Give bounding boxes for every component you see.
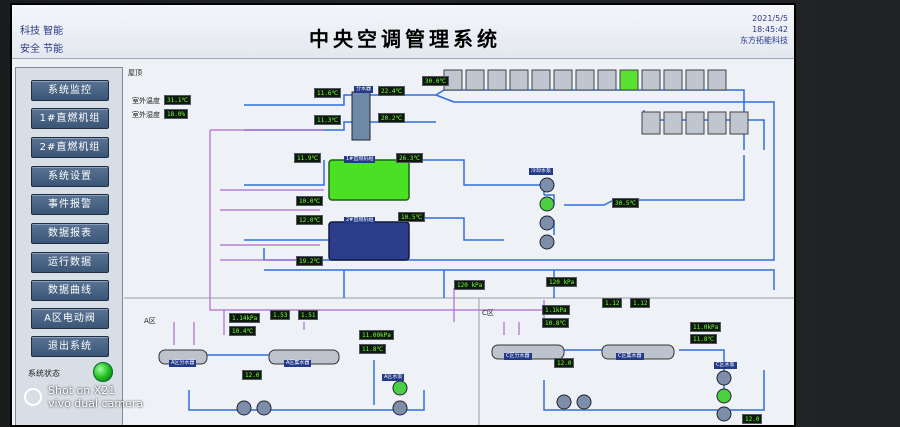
nav-data-report[interactable]: 数据报表: [31, 223, 109, 244]
nav-zone-a-valve[interactable]: A区电动阀: [31, 308, 109, 329]
zone-c-label: C区: [482, 309, 494, 317]
nav-exit-system[interactable]: 退出系统: [31, 336, 109, 357]
chiller-2-icon[interactable]: [328, 221, 410, 261]
nav-chiller-1[interactable]: 1#直燃机组: [31, 108, 109, 129]
monitor-screen: 科技 智能 安全 节能 中央空调管理系统 2021/5/5 18:45:42 东…: [10, 3, 796, 427]
zone-c-pump-label: C区水泵: [714, 362, 737, 369]
cooling-towers-row-2: [641, 111, 749, 135]
reading-a3: 1.53: [270, 310, 291, 320]
cooling-towers-row-1: [443, 69, 727, 91]
zone-c-collector-label: C区集水器: [616, 353, 644, 360]
hvac-diagram: 屋顶 室外温度 31.1℃ 室外湿度 18.0% 分水器 1#直燃机组 2#直燃…: [124, 60, 794, 425]
reading-c7: 11.8℃: [690, 334, 718, 344]
reading-r12: 30.5℃: [612, 198, 640, 208]
reading-a5: 11.00kPa: [359, 330, 394, 340]
reading-r7: 26.3℃: [396, 153, 424, 163]
reading-r14: 120 kPa: [546, 277, 578, 287]
reading-r2: 22.4℃: [378, 86, 406, 96]
slogan-2: 安全 节能: [20, 44, 64, 55]
chiller-1-icon[interactable]: [328, 159, 410, 201]
camera-watermark: Shot on X21 vivo dual camera: [28, 384, 143, 410]
reading-r5: 30.0℃: [422, 76, 450, 86]
reading-r8: 10.0℃: [296, 196, 324, 206]
sidebar: 系统监控 1#直燃机组 2#直燃机组 系统设置 事件报警 数据报表 运行数据 数…: [15, 67, 123, 425]
nav-run-data[interactable]: 运行数据: [31, 252, 109, 273]
status-indicator-icon[interactable]: [93, 362, 113, 382]
reading-a6: 11.8℃: [359, 344, 387, 354]
reading-a1: 1.14kPa: [229, 313, 261, 323]
zone-a-distributor-label: A区分水器: [169, 360, 197, 367]
reading-a7: 12.0: [242, 370, 263, 380]
pipe-network: [124, 69, 794, 425]
reading-r3: 11.3℃: [314, 115, 342, 125]
outdoor-humidity-label: 室外湿度: [132, 111, 160, 119]
page-title: 中央空调管理系统: [309, 27, 501, 51]
nav-data-curve[interactable]: 数据曲线: [31, 280, 109, 301]
reading-a2: 10.4℃: [229, 326, 257, 336]
cooling-pump-label: 冷却水泵: [529, 168, 554, 175]
outdoor-temp-value: 31.1℃: [164, 95, 192, 105]
cooling-pumps: [539, 177, 555, 250]
reading-r10: 10.5℃: [398, 212, 426, 222]
reading-r13: 120 kPa: [454, 280, 486, 290]
zone-c-pumps: [556, 370, 732, 422]
reading-c6: 11.0kPa: [690, 322, 722, 332]
datetime: 2021/5/5 18:45:42 东方拓能科技: [740, 13, 788, 46]
reading-c1: 1.1kPa: [542, 305, 570, 315]
reading-c2: 10.8℃: [542, 318, 570, 328]
reading-r1: 11.6℃: [314, 88, 342, 98]
chiller-2-label: 2#直燃机组: [344, 217, 376, 224]
nav-event-alarm[interactable]: 事件报警: [31, 194, 109, 215]
watermark-line-2: vivo dual camera: [48, 397, 144, 410]
zone-a-label: A区: [144, 317, 156, 325]
outdoor-humidity-value: 18.0%: [164, 109, 189, 119]
reading-c4: 1.12: [630, 298, 651, 308]
time-text: 18:45:42: [752, 25, 788, 34]
nav-system-monitor[interactable]: 系统监控: [31, 80, 109, 101]
slogan-1: 科技 智能: [20, 26, 64, 37]
manifold-label: 分水器: [354, 86, 374, 93]
roof-label: 屋顶: [128, 69, 142, 77]
water-manifold: [351, 91, 371, 141]
company-text: 东方拓能科技: [740, 36, 788, 45]
reading-c8: 12.0: [742, 414, 763, 424]
zone-a-collector-label: A区集水器: [284, 360, 312, 367]
zone-a-pump-label: A区水泵: [382, 374, 405, 381]
reading-r9: 12.0℃: [296, 215, 324, 225]
watermark-line-1: Shot on X21: [48, 384, 116, 397]
title-bar: 科技 智能 安全 节能 中央空调管理系统 2021/5/5 18:45:42 东…: [12, 5, 794, 59]
outdoor-temp-label: 室外温度: [132, 97, 160, 105]
camera-logo-icon: [24, 388, 42, 406]
date-text: 2021/5/5: [752, 14, 788, 23]
zone-a-pumps: [236, 380, 408, 416]
nav-chiller-2[interactable]: 2#直燃机组: [31, 137, 109, 158]
zone-c-distributor-label: C区分水器: [504, 353, 532, 360]
chiller-1-label: 1#直燃机组: [344, 156, 376, 163]
system-status-label: 系统状态: [28, 369, 60, 378]
reading-c3: 1.12: [602, 298, 623, 308]
reading-r11: 19.2℃: [296, 256, 324, 266]
reading-c5: 12.0: [554, 358, 575, 368]
nav-system-settings[interactable]: 系统设置: [31, 166, 109, 187]
reading-a4: 1.51: [298, 310, 319, 320]
reading-r6: 11.9℃: [294, 153, 322, 163]
reading-r4: 20.2℃: [378, 113, 406, 123]
